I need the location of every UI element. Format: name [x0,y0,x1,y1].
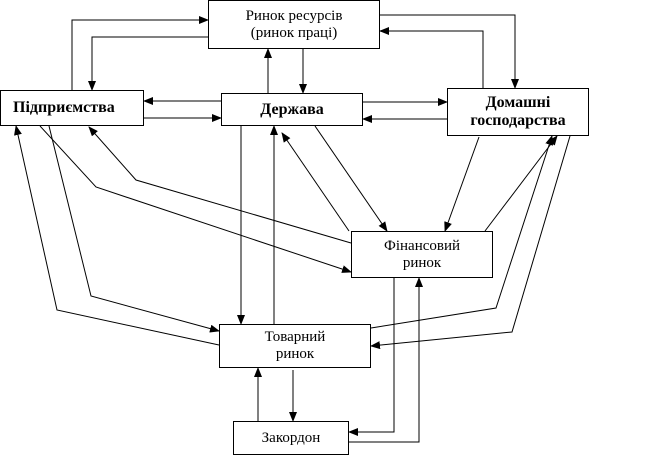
arrow-enterprises-to-resource-market [71,16,209,90]
households-label-line2: господарства [470,112,566,129]
arrow-households-to-resource-market [379,27,484,88]
state-box: Держава [221,93,363,126]
arrow-goods-market-to-enterprises [14,125,220,346]
arrow-financial-market-to-enterprises [88,126,352,244]
goods-market-label-line1: Товарний [264,329,326,346]
arrow-enterprises-to-goods-market [48,125,220,333]
households-label-line1: Домашні [485,94,551,112]
arrow-households-to-goods-market [370,135,571,350]
financial-market-box: Фінансовий ринок [351,231,493,278]
abroad-box: Закордон [233,421,349,455]
goods-market-box: Товарний ринок [219,324,371,368]
arrow-households-to-financial-market [444,136,480,232]
arrow-financial-market-to-households [484,135,558,232]
arrow-financial-market-to-abroad [348,278,395,436]
arrow-abroad-to-financial-market [349,277,423,443]
resource-market-box: Ринок ресурсів (ринок праці) [208,0,380,49]
arrow-resource-market-to-households [380,14,519,89]
financial-market-label-line1: Фінансовий [383,237,461,254]
arrow-goods-market-to-households [370,135,554,329]
arrow-financial-market-to-state [281,132,350,232]
arrow-resource-market-to-enterprises [88,36,208,91]
abroad-label: Закордон [261,429,321,446]
enterprises-label: Підприємства [13,99,115,117]
resource-market-label-line1: Ринок ресурсів [245,7,343,24]
financial-market-label-line2: ринок [402,254,442,271]
goods-market-label-line2: ринок [275,346,315,362]
resource-market-label-line2: (ринок праці) [250,24,338,41]
arrow-state-to-financial-market [314,125,388,232]
arrow-enterprises-to-financial-market [39,125,352,273]
enterprises-box: Підприємства [0,90,144,126]
households-box: Домашні господарства [447,88,589,136]
state-label: Держава [260,100,324,118]
